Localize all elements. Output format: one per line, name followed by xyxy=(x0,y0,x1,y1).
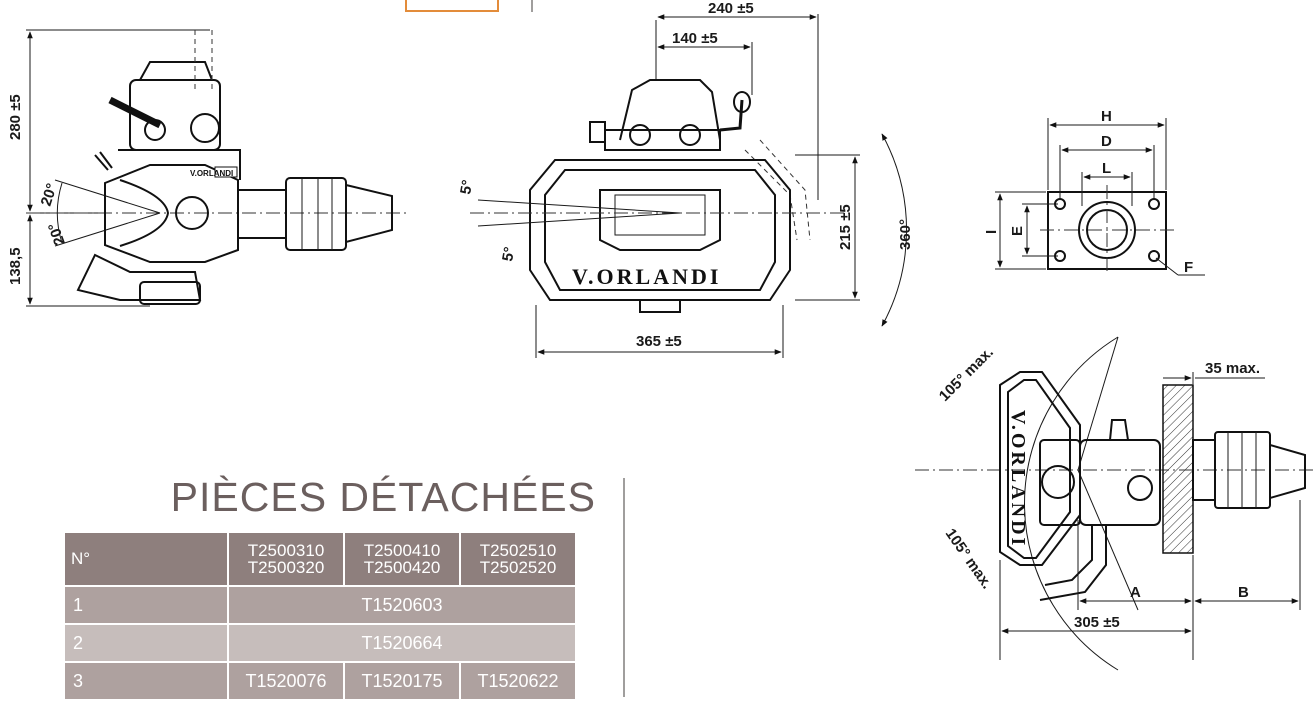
angle-20-top: 20° xyxy=(38,181,61,208)
angle-20-bottom: 20° xyxy=(45,220,69,247)
row-number: 1 xyxy=(65,587,227,623)
top-brand-label: V.ORLANDI xyxy=(1007,410,1029,548)
part-code-col-2: T1520175 xyxy=(345,663,459,699)
header-col-3-line-1: T2502510 xyxy=(479,541,557,560)
header-col-2: T2500410 T2500420 xyxy=(345,533,459,585)
dim-240: 240 ±5 xyxy=(708,0,754,17)
top-view: V.ORLANDI 35 max. A B 305 ±5 105° max. 1… xyxy=(915,336,1316,671)
header-col-2-line-2: T2500420 xyxy=(363,558,441,577)
vertical-divider xyxy=(623,478,625,697)
dim-L: L xyxy=(1102,160,1111,177)
side-view: V.ORLANDI 280 ±5 138,5 20° 20° xyxy=(7,29,410,307)
dim-215: 215 ±5 xyxy=(837,204,854,250)
dim-365: 365 ±5 xyxy=(636,333,682,350)
header-col-1-line-2: T2500320 xyxy=(247,558,325,577)
dim-D: D xyxy=(1101,133,1112,150)
parts-title: PIÈCES DÉTACHÉES xyxy=(170,474,596,520)
header-col-1: T2500310 T2500320 xyxy=(229,533,343,585)
table-row: 3 T1520076 T1520175 T1520622 xyxy=(65,663,575,699)
table-header-row: N° T2500310 T2500320 T2500410 T2500420 T… xyxy=(65,533,575,585)
dim-F: F xyxy=(1184,259,1193,276)
dim-E: E xyxy=(1009,226,1026,236)
dim-138-5: 138,5 xyxy=(7,247,24,285)
table-row: 2 T1520664 xyxy=(65,625,575,661)
dim-B: B xyxy=(1238,584,1249,601)
dim-A: A xyxy=(1130,584,1141,601)
part-code-col-1: T1520076 xyxy=(229,663,343,699)
dim-H: H xyxy=(1101,108,1112,125)
row-number: 3 xyxy=(65,663,227,699)
header-col-3-line-2: T2502520 xyxy=(479,558,557,577)
dim-305: 305 ±5 xyxy=(1074,614,1120,631)
flange-view: H D L I E F xyxy=(983,108,1205,276)
row-number: 2 xyxy=(65,625,227,661)
top-divider xyxy=(531,0,533,12)
side-brand-label: V.ORLANDI xyxy=(190,169,233,178)
angle-360: 360° xyxy=(897,219,914,250)
angle-5-bottom: 5° xyxy=(499,246,518,263)
part-code: T1520664 xyxy=(229,625,575,661)
dim-280: 280 ±5 xyxy=(7,94,24,140)
front-brand-label: V.ORLANDI xyxy=(572,264,721,289)
header-number: N° xyxy=(65,533,227,585)
front-view: 240 ±5 140 ±5 V.ORLANDI 215 ±5 365 ±5 36… xyxy=(457,0,914,358)
angle-105-top: 105° max. xyxy=(936,344,997,405)
angle-5-top: 5° xyxy=(457,179,476,196)
dim-I: I xyxy=(983,230,1000,234)
table-row: 1 T1520603 xyxy=(65,587,575,623)
part-code: T1520603 xyxy=(229,587,575,623)
angle-105-bottom: 105° max. xyxy=(942,526,996,593)
spare-parts-table: N° T2500310 T2500320 T2500410 T2500420 T… xyxy=(63,531,577,701)
part-code-col-3: T1520622 xyxy=(461,663,575,699)
header-col-2-line-1: T2500410 xyxy=(363,541,441,560)
dim-140: 140 ±5 xyxy=(672,30,718,47)
header-col-3: T2502510 T2502520 xyxy=(461,533,575,585)
orange-frame xyxy=(405,0,499,12)
dim-35-max: 35 max. xyxy=(1205,360,1260,377)
header-col-1-line-1: T2500310 xyxy=(247,541,325,560)
